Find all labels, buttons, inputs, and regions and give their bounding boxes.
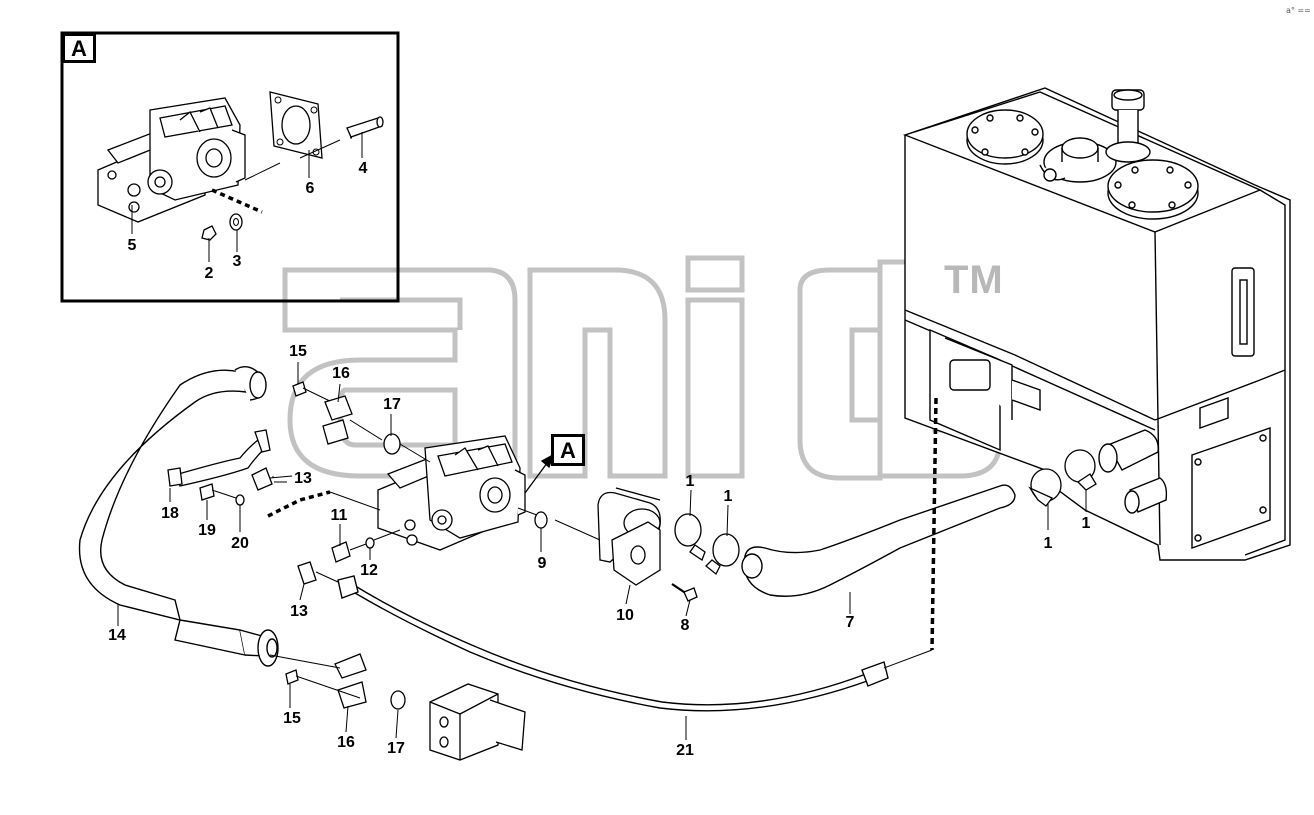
part-label-1: 1 bbox=[723, 488, 733, 505]
part-label-9: 9 bbox=[537, 555, 547, 572]
part-label-20: 20 bbox=[231, 535, 249, 552]
part-label-15: 15 bbox=[283, 710, 301, 727]
part-label-17: 17 bbox=[387, 740, 405, 757]
detail-view-a-tag: A bbox=[62, 33, 96, 63]
part-label-19: 19 bbox=[198, 522, 216, 539]
pump-outlet-fittings bbox=[297, 511, 548, 585]
part-label-10: 10 bbox=[616, 607, 634, 624]
detail-view-a bbox=[60, 31, 400, 303]
part-label-5: 5 bbox=[127, 237, 137, 254]
part-label-13: 13 bbox=[290, 603, 308, 620]
part-label-2: 2 bbox=[204, 265, 214, 282]
suction-elbow bbox=[597, 487, 698, 602]
part-label-16: 16 bbox=[332, 365, 350, 382]
part-label-1: 1 bbox=[1081, 515, 1091, 532]
part-label-12: 12 bbox=[360, 562, 378, 579]
part-label-4: 4 bbox=[358, 160, 368, 177]
part-label-14: 14 bbox=[108, 627, 126, 644]
leader-lines bbox=[117, 362, 1087, 740]
watermark-trademark: TM bbox=[944, 258, 1004, 302]
part-label-17: 17 bbox=[383, 396, 401, 413]
dashed-assembly-lines bbox=[267, 397, 938, 651]
part-label-16: 16 bbox=[337, 734, 355, 751]
detail-callout-a-tag: A bbox=[551, 434, 585, 466]
suction-hose-7 bbox=[741, 484, 1016, 597]
pressure-hose-14 bbox=[78, 366, 279, 667]
part-label-3: 3 bbox=[232, 253, 242, 270]
corner-mark: a° == bbox=[1286, 6, 1311, 15]
part-label-15: 15 bbox=[289, 343, 307, 360]
part-label-6: 6 bbox=[305, 180, 315, 197]
part-label-1: 1 bbox=[685, 473, 695, 490]
part-label-1: 1 bbox=[1043, 535, 1053, 552]
watermark-logo bbox=[282, 255, 1003, 481]
part-label-7: 7 bbox=[845, 614, 855, 631]
part-label-8: 8 bbox=[680, 617, 690, 634]
hose-clamps bbox=[674, 449, 1097, 576]
lower-fittings bbox=[269, 653, 526, 761]
upper-fittings bbox=[292, 381, 431, 463]
part-label-18: 18 bbox=[161, 505, 179, 522]
main-pump bbox=[377, 435, 526, 551]
drain-line bbox=[167, 429, 293, 506]
part-label-13: 13 bbox=[294, 470, 312, 487]
hydraulic-tank bbox=[902, 87, 1291, 561]
hose-21 bbox=[337, 575, 933, 712]
part-label-11: 11 bbox=[330, 507, 348, 524]
part-label-21: 21 bbox=[676, 742, 694, 759]
